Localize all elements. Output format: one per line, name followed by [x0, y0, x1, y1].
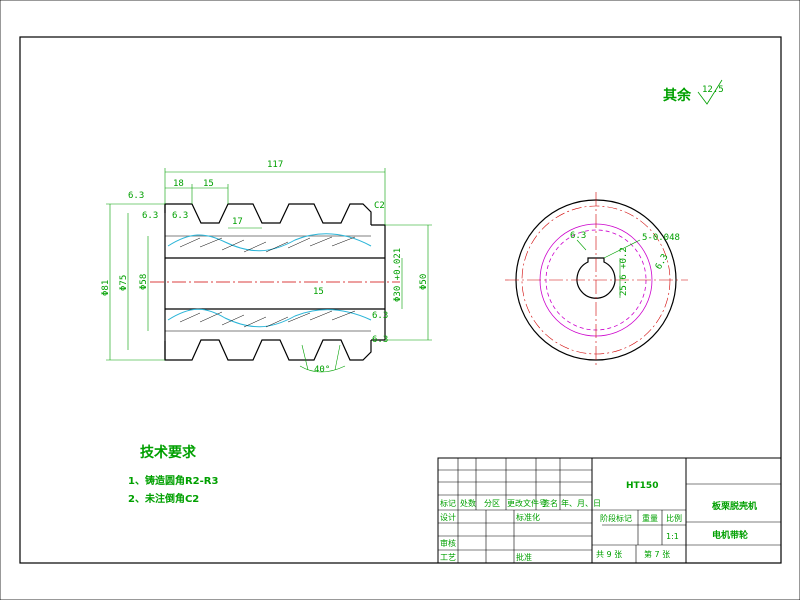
dim-overall-length: 117	[267, 160, 283, 170]
hub-outline	[371, 224, 386, 341]
tb-header-change-doc: 更改文件号	[507, 498, 547, 508]
tb-sheet-total: 共 9 张	[596, 550, 622, 559]
tb-design: 设计	[440, 512, 456, 522]
tb-stage-label: 阶段标记	[600, 513, 632, 523]
tb-header-date: 年、月、日	[561, 498, 601, 508]
roughness-keyway: 6.3	[570, 231, 586, 241]
requirement-item-2: 2、未注倒角C2	[128, 492, 199, 505]
tb-header-mark: 标记	[440, 498, 456, 508]
side-view	[505, 192, 688, 368]
roughness-symbol-icon	[697, 79, 723, 105]
tb-machine-name: 板栗脱壳机	[712, 500, 757, 512]
tb-scale-label: 比例	[666, 513, 682, 523]
dim-dia-body: Φ58	[139, 274, 149, 290]
tb-material: HT150	[626, 481, 658, 491]
dim-key-depth: 5-0.048	[642, 233, 680, 243]
bore-keyway	[576, 257, 616, 299]
hatching	[179, 236, 356, 328]
roughness-right-2: 6.3	[372, 335, 388, 345]
tb-review: 审核	[440, 538, 456, 548]
dim-dia-bore: Φ30 +0.021	[393, 248, 403, 302]
drawing-border	[19, 36, 782, 564]
tb-header-sign: 签名	[542, 498, 558, 508]
tb-weight-label: 重量	[642, 513, 658, 523]
tb-standardization: 标准化	[516, 512, 540, 522]
dim-key-width: 25.6 +0.2	[619, 247, 629, 296]
section-view	[150, 203, 400, 361]
tb-part-name: 电机带轮	[712, 529, 748, 541]
body-top-profile	[164, 203, 372, 225]
dim-dia-hub: Φ50	[419, 274, 429, 290]
requirement-item-1: 1、铸造圆角R2-R3	[128, 474, 218, 487]
title-block	[437, 457, 782, 564]
dimension-lines	[106, 168, 432, 373]
tb-sheet-number: 第 7 张	[644, 549, 670, 559]
dim-dia-groove: Φ75	[119, 275, 129, 291]
roughness-right-1: 6.3	[372, 311, 388, 321]
tb-approve: 批准	[516, 552, 532, 562]
roughness-left-inner: 6.3	[142, 211, 158, 221]
break-line-top	[167, 233, 372, 252]
dim-groove-offset: 18	[173, 179, 184, 189]
roughness-left-top: 6.3	[128, 191, 144, 201]
surface-note-label: 其余	[663, 87, 692, 104]
dim-dia-outer: Φ81	[101, 280, 111, 296]
dim-chamfer: C2	[374, 201, 385, 211]
dim-groove-angle: 40°	[314, 365, 330, 375]
tb-scale-value: 1:1	[666, 532, 679, 541]
tb-process: 工艺	[440, 553, 456, 562]
requirements-title: 技术要求	[140, 444, 197, 461]
hatch-roughness: 15	[313, 287, 324, 297]
body-bottom-profile	[164, 339, 372, 361]
roughness-groove: 6.3	[172, 211, 188, 221]
tb-header-count: 处数	[460, 498, 476, 508]
tb-header-zone: 分区	[484, 499, 500, 508]
dim-groove-pitch: 15	[203, 179, 214, 189]
dim-groove-width: 17	[232, 217, 243, 227]
break-line-bottom	[167, 308, 372, 328]
surface-note-value: 12.5	[702, 85, 724, 95]
